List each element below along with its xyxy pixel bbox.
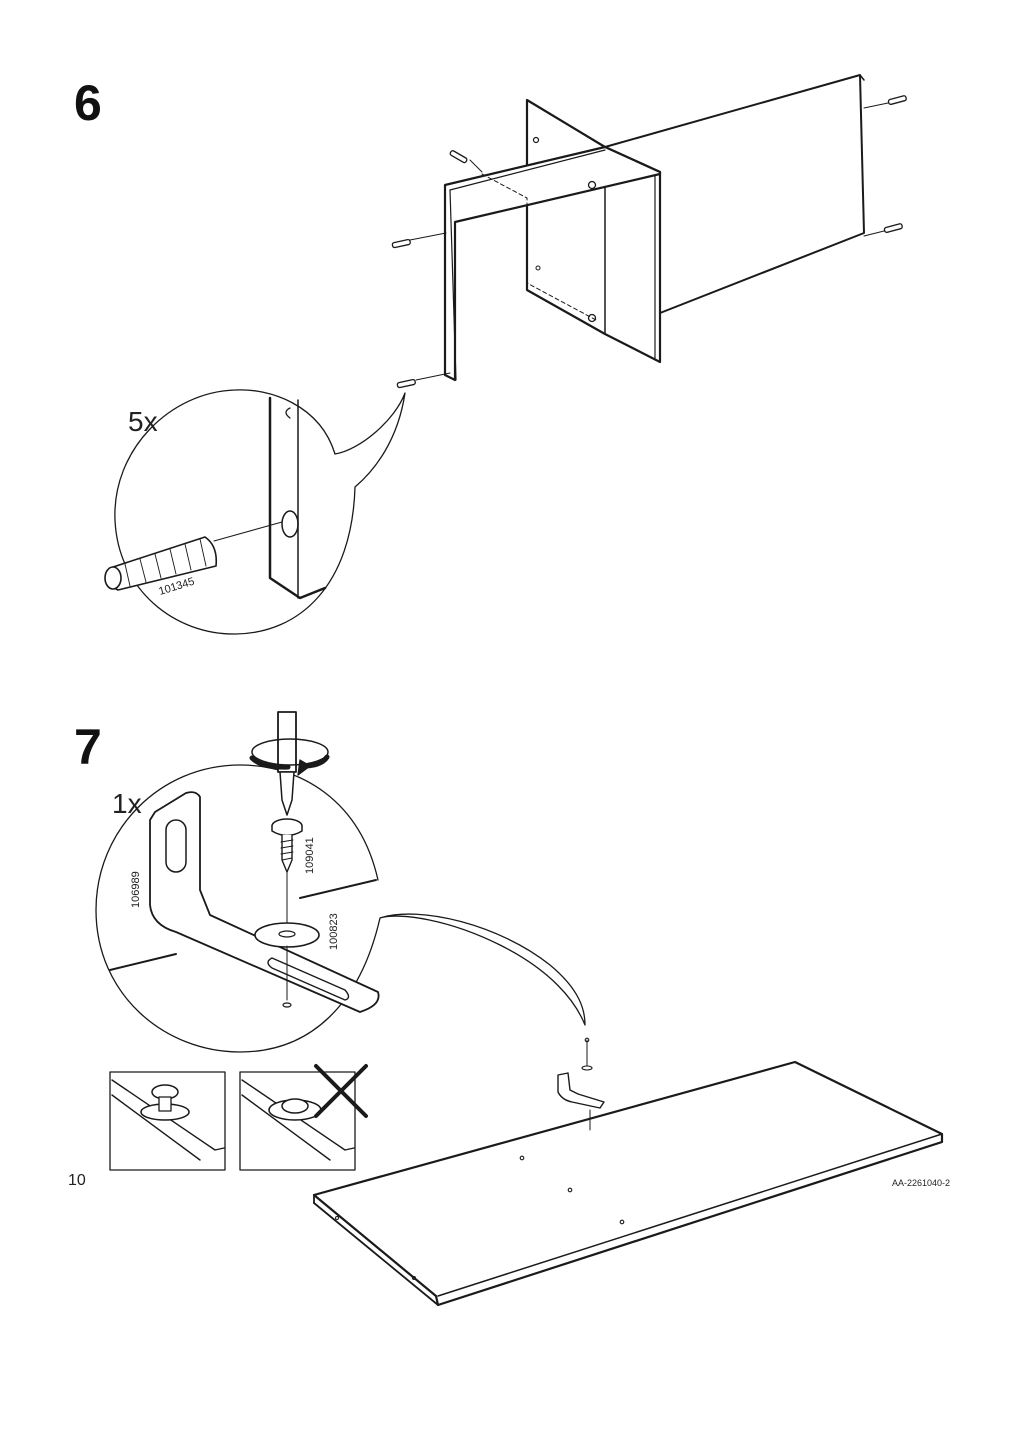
step-6-number: 6 [74, 75, 102, 131]
bracket-icon [149, 791, 380, 1013]
document-code: AA-2261040-2 [891, 1178, 950, 1188]
washer-icon [254, 922, 320, 1008]
incorrect-example-box [239, 1071, 356, 1171]
step-7-number: 7 [74, 719, 102, 775]
step-7-shelf-board [312, 1037, 944, 1307]
dowel-icon [391, 95, 907, 389]
step-6-board-assembly [443, 74, 865, 382]
correct-example-box [109, 1071, 226, 1171]
step-6-detail-callout [104, 389, 406, 635]
screw-icon [271, 818, 303, 926]
rotate-arrow-icon [249, 738, 330, 776]
step-7-detail-callout [95, 711, 586, 1053]
page-number: 10 [68, 1172, 86, 1189]
cross-icon [314, 1064, 368, 1118]
step-7-quantity: 1x [112, 788, 142, 819]
part-number-100823: 100823 [328, 913, 340, 950]
screwdriver-icon [277, 711, 297, 816]
part-number-106989: 106989 [130, 871, 142, 908]
dowel-large-icon [104, 536, 218, 591]
step-6-quantity: 5x [128, 406, 158, 437]
part-number-109041: 109041 [304, 837, 316, 874]
